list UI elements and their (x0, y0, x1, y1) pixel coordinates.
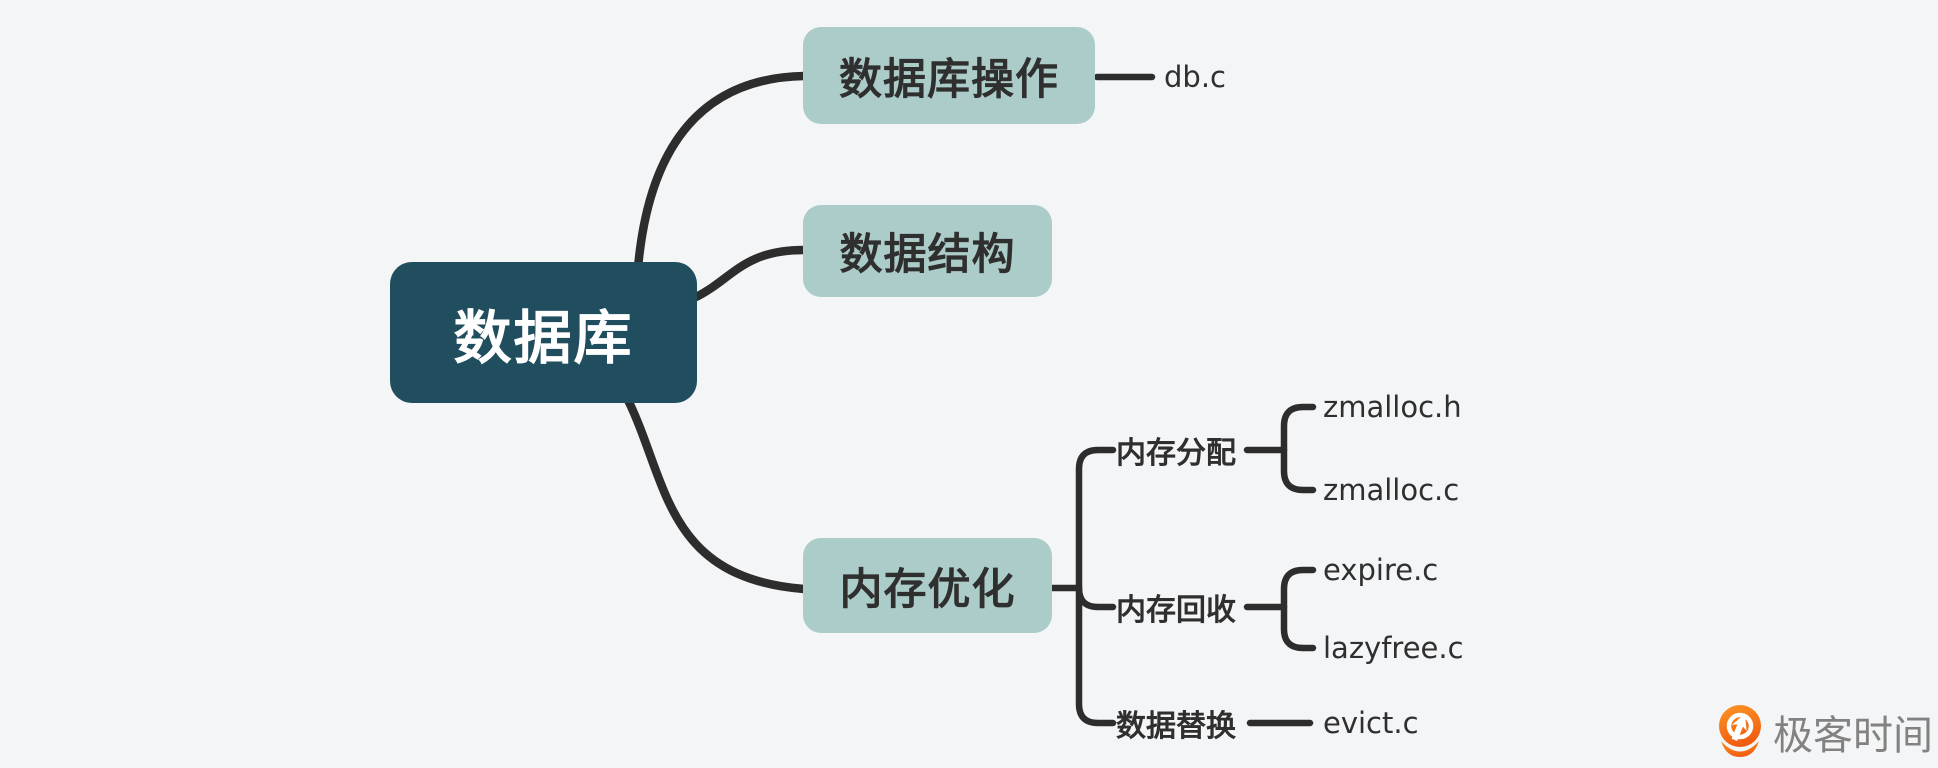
geektime-logo-text: 极客时间 (1773, 713, 1933, 759)
connector-memalloc-bracket (1280, 403, 1317, 494)
connector-memopt-middle-elbow (1075, 584, 1117, 611)
file-label-dbc: db.c (1164, 60, 1226, 94)
file-label-evictc: evict.c (1323, 706, 1419, 740)
file-label-lazyfreec: lazyfree.c (1323, 631, 1464, 665)
branch-node-label: 数据库操作 (839, 54, 1059, 105)
connector-memopt-bracket (1075, 446, 1117, 727)
file-label-expirec: expire.c (1323, 553, 1439, 587)
sub-label-data-replacement: 数据替换 (1116, 709, 1236, 744)
branch-node-label: 数据结构 (839, 230, 1016, 280)
connector-memreclaim-bracket (1280, 566, 1317, 652)
sub-label-memory-reclaim: 内存回收 (1116, 593, 1236, 628)
file-label-zmallocc: zmalloc.c (1323, 473, 1460, 507)
geektime-logo-icon (1716, 704, 1764, 761)
root-node-label: 数据库 (453, 303, 634, 372)
branch-node-memory-optimization: 内存优化 (803, 538, 1052, 633)
connector-root-to-db-operations (633, 71, 809, 273)
connector-root-to-data-structure (689, 245, 809, 303)
branch-node-db-operations: 数据库操作 (803, 27, 1095, 124)
geektime-logo: 极客时间 (1716, 703, 1933, 761)
connector-root-to-memory-optimization (623, 395, 809, 594)
root-node-database: 数据库 (390, 262, 697, 403)
file-label-zmalloch: zmalloc.h (1323, 390, 1462, 424)
sub-label-memory-allocation: 内存分配 (1116, 436, 1236, 471)
branch-node-label: 内存优化 (839, 564, 1016, 615)
branch-node-data-structure: 数据结构 (803, 205, 1052, 297)
